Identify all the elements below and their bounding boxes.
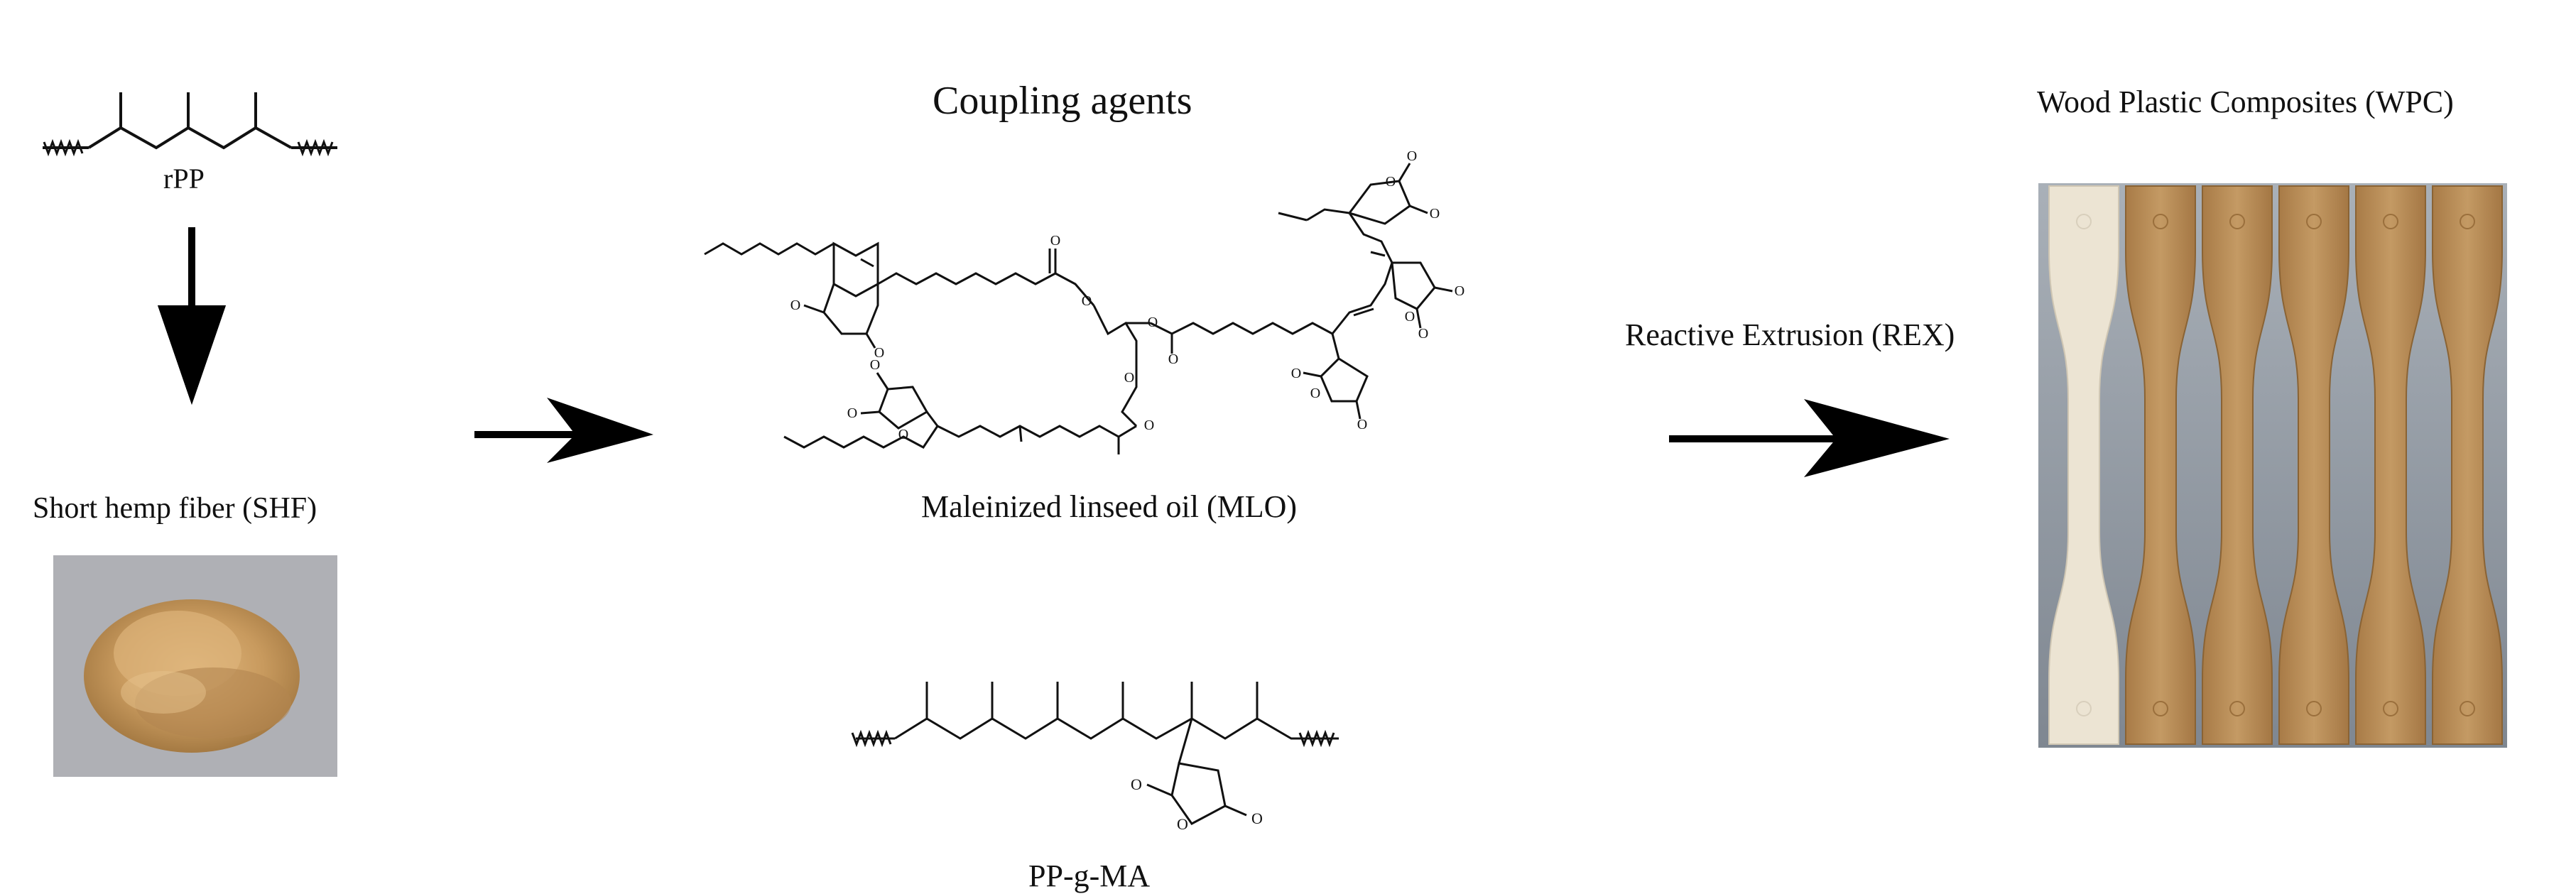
atom-o: O (1148, 315, 1158, 330)
rpp-label: rPP (163, 163, 205, 195)
chain-end-squiggle-left (851, 729, 892, 748)
ppgma-structure (851, 682, 1339, 825)
wpc-photo (2038, 183, 2507, 748)
specimen-ejector-mark (2076, 214, 2092, 229)
atom-o: O (1131, 775, 1142, 793)
atom-o: O (1177, 815, 1188, 833)
specimen-wood-composite (2125, 185, 2196, 745)
ppgma-oxygen-labels: O O O (1131, 775, 1263, 833)
rpp-structure (43, 92, 337, 157)
right-arrow-1 (474, 398, 653, 463)
rex-label: Reactive Extrusion (REX) (1625, 317, 1955, 352)
specimen-ejector-mark (2229, 214, 2245, 229)
chain-end-squiggle-right (297, 138, 334, 157)
atom-o: O (790, 298, 800, 313)
atom-o: O (1144, 418, 1154, 433)
atom-o: O (1050, 233, 1060, 249)
chain-end-squiggle-right (1298, 729, 1335, 748)
mlo-oxygen-labels: O O O O O O O O O O O O O O O O O O O O (790, 148, 1464, 442)
atom-o: O (898, 427, 908, 442)
specimen-ejector-mark (2306, 214, 2322, 229)
atom-o: O (847, 405, 857, 421)
specimen-ejector-mark (2229, 701, 2245, 716)
atom-o: O (874, 345, 884, 361)
atom-o: O (1418, 326, 1428, 342)
specimen-ejector-mark (2460, 701, 2475, 716)
specimen-ejector-mark (2383, 701, 2398, 716)
specimen-wood-composite (2432, 185, 2503, 745)
ppgma-label: PP-g-MA (1028, 858, 1151, 893)
chain-end-squiggle-left (43, 138, 84, 157)
specimen-wood-composite (2355, 185, 2426, 745)
atom-o: O (1430, 206, 1440, 222)
atom-o: O (1251, 809, 1263, 827)
hemp-fiber-photo (53, 555, 337, 777)
specimen-neat-polymer (2048, 185, 2119, 745)
specimen-wood-composite (2278, 185, 2349, 745)
atom-o: O (1407, 148, 1417, 164)
atom-o: O (870, 357, 880, 373)
atom-o: O (1168, 351, 1178, 367)
wpc-label: Wood Plastic Composites (WPC) (2037, 85, 2454, 119)
atom-o: O (1405, 309, 1415, 325)
specimen-wood-composite (2202, 185, 2273, 745)
down-arrow (158, 227, 226, 405)
atom-o: O (1357, 417, 1367, 432)
specimen-ejector-mark (2383, 214, 2398, 229)
right-arrow-2 (1669, 399, 1950, 477)
specimen-ejector-mark (2460, 214, 2475, 229)
specimen-ejector-mark (2153, 701, 2168, 716)
specimen-ejector-mark (2306, 701, 2322, 716)
atom-o: O (1082, 293, 1092, 309)
shf-label: Short hemp fiber (SHF) (33, 492, 317, 525)
atom-o: O (1310, 386, 1320, 401)
specimen-ejector-mark (2076, 701, 2092, 716)
atom-o: O (1386, 174, 1396, 190)
mlo-label: Maleinized linseed oil (MLO) (921, 489, 1298, 524)
specimen-ejector-mark (2153, 214, 2168, 229)
atom-o: O (1124, 370, 1134, 386)
coupling-agents-title: Coupling agents (933, 79, 1192, 123)
atom-o: O (1455, 283, 1464, 299)
atom-o: O (1291, 366, 1301, 381)
mlo-structure (704, 163, 1453, 454)
